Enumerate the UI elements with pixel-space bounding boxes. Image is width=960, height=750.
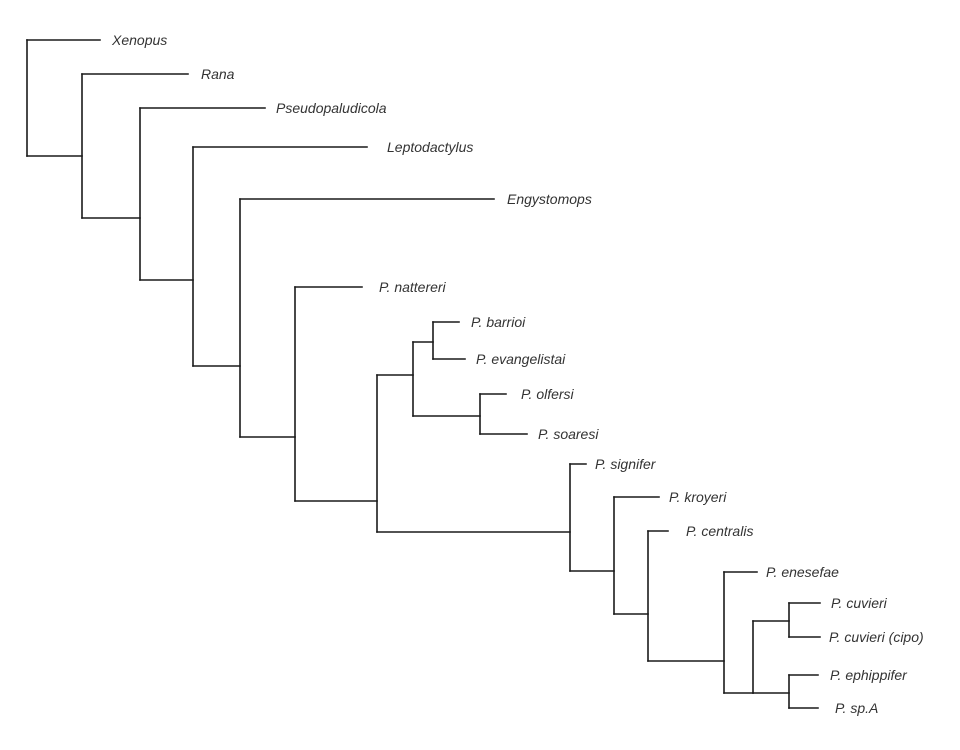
tip-label-p-centralis: P. centralis [686, 523, 753, 539]
tip-label-p-soaresi: P. soaresi [538, 426, 599, 442]
tip-label-leptodactylus: Leptodactylus [387, 139, 473, 155]
tip-labels: XenopusRanaPseudopaludicolaLeptodactylus… [111, 32, 924, 716]
branches [26, 39, 821, 709]
tip-label-p-cuvieri: P. cuvieri [831, 595, 888, 611]
tip-label-p-cuvieri-cipo: P. cuvieri (cipo) [829, 629, 924, 645]
tip-label-pseudopaludicola: Pseudopaludicola [276, 100, 387, 116]
tip-label-p-kroyeri: P. kroyeri [669, 489, 727, 505]
tip-label-p-barrioi: P. barrioi [471, 314, 526, 330]
tip-label-engystomops: Engystomops [507, 191, 592, 207]
tip-label-xenopus: Xenopus [111, 32, 167, 48]
tip-label-p-signifer: P. signifer [595, 456, 657, 472]
tip-label-p-evangelistai: P. evangelistai [476, 351, 566, 367]
tip-label-p-olfersi: P. olfersi [521, 386, 575, 402]
tip-label-p-sp-a: P. sp.A [835, 700, 878, 716]
tip-label-p-enesefae: P. enesefae [766, 564, 839, 580]
tip-label-rana: Rana [201, 66, 235, 82]
tip-label-p-ephippifer: P. ephippifer [830, 667, 908, 683]
tip-label-p-nattereri: P. nattereri [379, 279, 447, 295]
